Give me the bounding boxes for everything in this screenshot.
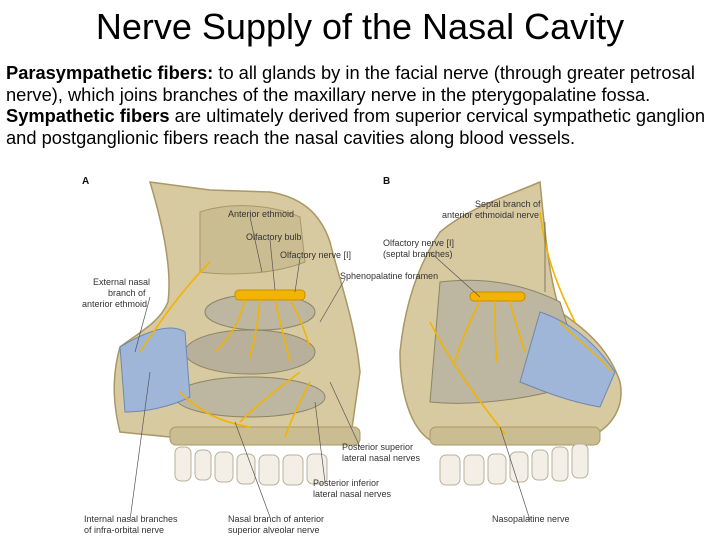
panel-a-nerves <box>139 261 311 438</box>
label-internal-nasal-2: of infra-orbital nerve <box>84 525 164 535</box>
label-internal-nasal-1: Internal nasal branches <box>84 514 178 524</box>
label-post-sup-1: Posterior superior <box>342 442 413 452</box>
panel-a-lateral-wall <box>113 181 361 486</box>
label-sphenopalatine: Sphenopalatine foramen <box>340 271 438 281</box>
panel-a-palate <box>169 426 361 446</box>
leader-lines <box>129 216 546 521</box>
label-nasal-branch-1: Nasal branch of anterior <box>228 514 324 524</box>
sympathetic-text: are ultimately derived from superior cer… <box>6 105 706 148</box>
panel-b-cartilage <box>519 311 616 408</box>
label-post-inf-1: Posterior inferior <box>313 478 379 488</box>
body-text: Parasympathetic fibers: to all glands by… <box>6 62 716 148</box>
panel-b-olfactory-bulb <box>469 291 526 302</box>
label-olfactory-bulb: Olfactory bulb <box>246 232 302 242</box>
label-external-nasal-3: anterior ethmoid <box>82 299 147 309</box>
panel-b-teeth <box>439 443 589 486</box>
label-septal-2: anterior ethmoidal nerve <box>442 210 539 220</box>
panel-b-palate <box>429 426 601 446</box>
label-post-sup-2: lateral nasal nerves <box>342 453 421 463</box>
label-olfactory-nerve: Olfactory nerve [I] <box>280 250 351 260</box>
sympathetic-heading: Sympathetic fibers <box>6 105 170 126</box>
label-external-nasal-1: External nasal <box>93 277 150 287</box>
panel-a-middle-concha <box>184 329 316 375</box>
parasympathetic-paragraph: Parasympathetic fibers: to all glands by… <box>6 62 716 105</box>
sympathetic-paragraph: Sympathetic fibers are ultimately derive… <box>6 105 716 148</box>
label-olf-septal-1: Olfactory nerve [I] <box>383 238 454 248</box>
page-title: Nerve Supply of the Nasal Cavity <box>95 6 625 47</box>
panel-b-nerves <box>429 211 613 435</box>
panel-a-cartilage <box>119 327 191 413</box>
label-septal-1: Septal branch of <box>475 199 541 209</box>
panel-a-teeth <box>174 446 328 486</box>
parasympathetic-heading: Parasympathetic fibers: <box>6 62 214 83</box>
label-nasopalatine: Nasopalatine nerve <box>492 514 570 524</box>
label-nasal-branch-2: superior alveolar nerve <box>228 525 320 535</box>
parasympathetic-text: to all glands by in the facial nerve (th… <box>6 62 695 105</box>
label-post-inf-2: lateral nasal nerves <box>313 489 392 499</box>
panel-a-olfactory-bulb <box>234 289 306 301</box>
panel-b-septum <box>399 180 622 486</box>
label-external-nasal-2: branch of <box>108 288 146 298</box>
label-anterior-ethmoid: Anterior ethmoid <box>228 209 294 219</box>
panel-a-cribriform <box>199 205 306 275</box>
nasal-cavity-figure: A B Anterior ethmoid Olfactory bulb Olfa… <box>82 176 622 535</box>
panel-b-label: B <box>383 176 390 187</box>
panel-a-label: A <box>82 176 89 187</box>
label-olf-septal-2: (septal branches) <box>383 249 453 259</box>
